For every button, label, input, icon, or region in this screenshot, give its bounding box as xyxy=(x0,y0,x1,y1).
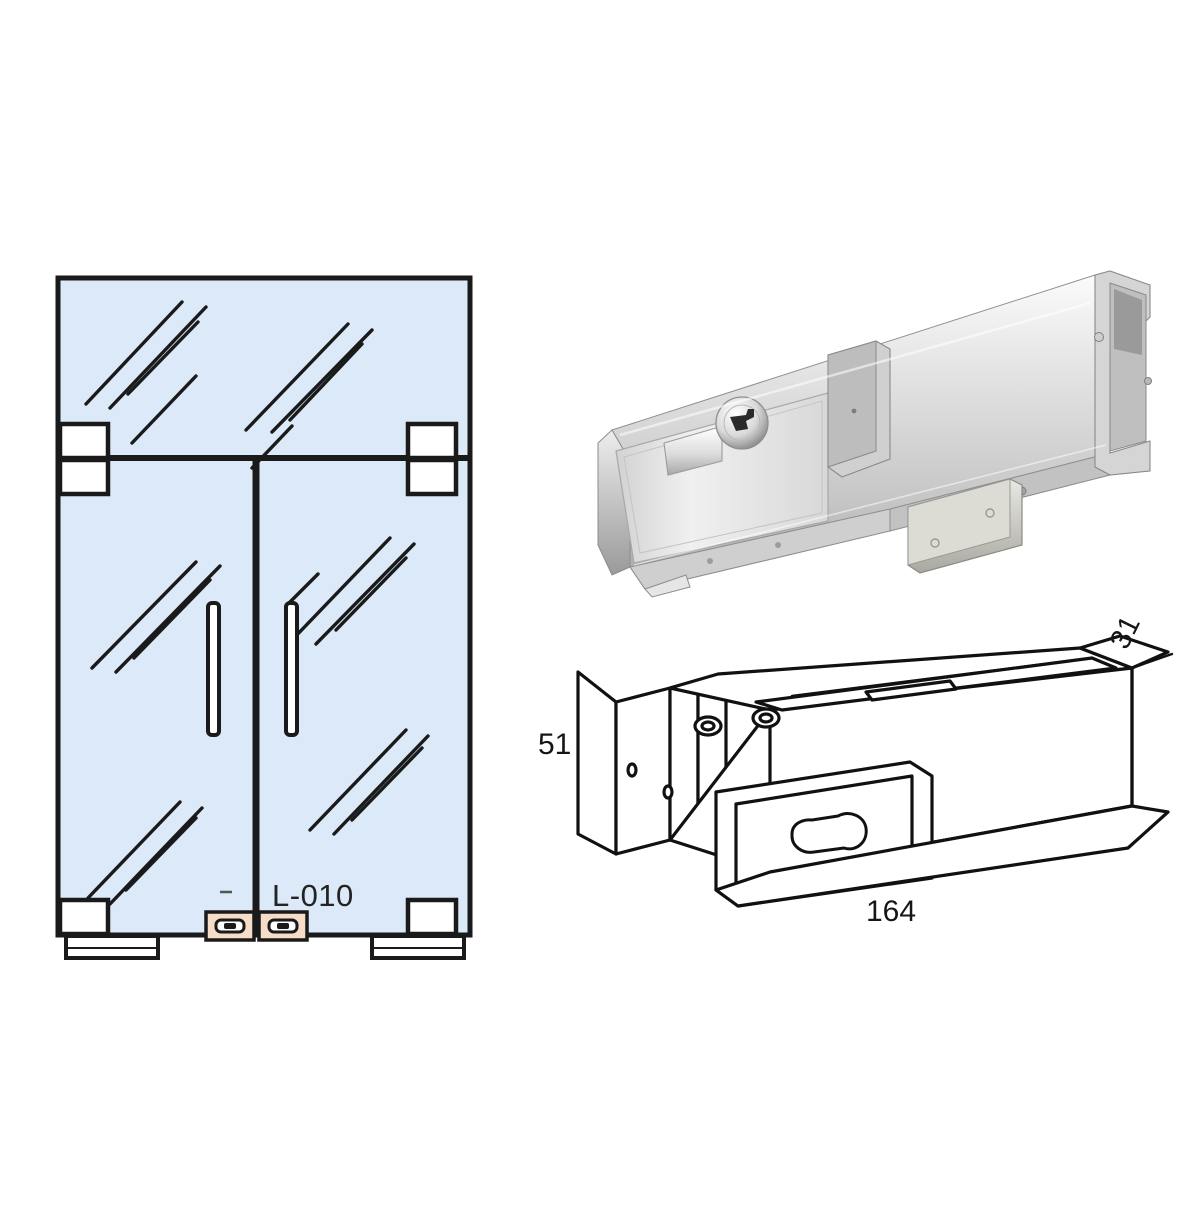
door-elevation-svg xyxy=(55,275,473,960)
fixing-screw-1-head xyxy=(700,720,716,732)
keyhole-icon xyxy=(790,812,868,854)
base-screw-1 xyxy=(707,558,713,564)
keeper-hole-2 xyxy=(985,508,995,518)
patch-fitting-top-left-lower xyxy=(57,457,111,497)
clamp-screw-1 xyxy=(1094,332,1104,342)
key-cylinder-body xyxy=(663,427,723,476)
side-pin-2 xyxy=(662,784,674,800)
transom-glass-panel xyxy=(56,276,472,460)
patch-fitting-top-right-upper xyxy=(405,421,459,461)
bottom-flange-edge xyxy=(736,846,1130,908)
clamp-shadow xyxy=(1114,289,1142,355)
floor-pivot-right xyxy=(370,934,466,960)
patch-fitting-top-left-upper xyxy=(57,421,111,461)
lock-product-photo xyxy=(590,245,1190,615)
keeper-hole-1 xyxy=(930,538,940,548)
lock-drawing-svg xyxy=(576,634,1174,908)
fixing-screw-2-head xyxy=(758,712,774,724)
top-channel-line xyxy=(790,658,1078,698)
lock-bottom-tab xyxy=(644,574,691,598)
door-elevation-drawing: L-010 xyxy=(0,0,560,1200)
model-label: L-010 xyxy=(272,878,354,913)
lock-centre-block-shadow xyxy=(827,340,877,468)
base-screw-2 xyxy=(775,542,781,548)
pull-handle-right[interactable] xyxy=(284,601,299,737)
dimension-width-label: 164 xyxy=(866,895,917,928)
pull-handle-left[interactable] xyxy=(206,601,221,737)
clamp-screw-2 xyxy=(1144,377,1152,385)
top-slot xyxy=(864,679,958,702)
patch-fitting-bottom-right xyxy=(405,897,459,937)
centre-block-pin xyxy=(851,408,857,414)
key-cylinder-ring xyxy=(723,404,761,442)
photo-sheen xyxy=(619,301,1107,566)
rear-flange-face xyxy=(614,686,672,856)
centre-patch-lock-right[interactable] xyxy=(257,910,309,942)
rear-flange-side xyxy=(576,670,618,856)
lock-technical-drawing: 51 164 31 xyxy=(520,610,1190,960)
dimension-height-label: 51 xyxy=(538,728,572,761)
patch-fitting-top-right-lower xyxy=(405,457,459,497)
side-pin-1 xyxy=(626,762,638,778)
glass-reflection-streaks xyxy=(84,300,430,906)
keyway-slot xyxy=(730,409,754,431)
bolt-keeper-face xyxy=(907,478,1011,566)
centre-patch-lock-left[interactable] xyxy=(204,910,256,942)
depth-leader xyxy=(1130,652,1174,670)
patch-fitting-bottom-left xyxy=(57,897,111,937)
floor-pivot-left xyxy=(64,934,160,960)
lock-photo-svg xyxy=(597,270,1152,598)
depth-flange xyxy=(1078,634,1170,670)
